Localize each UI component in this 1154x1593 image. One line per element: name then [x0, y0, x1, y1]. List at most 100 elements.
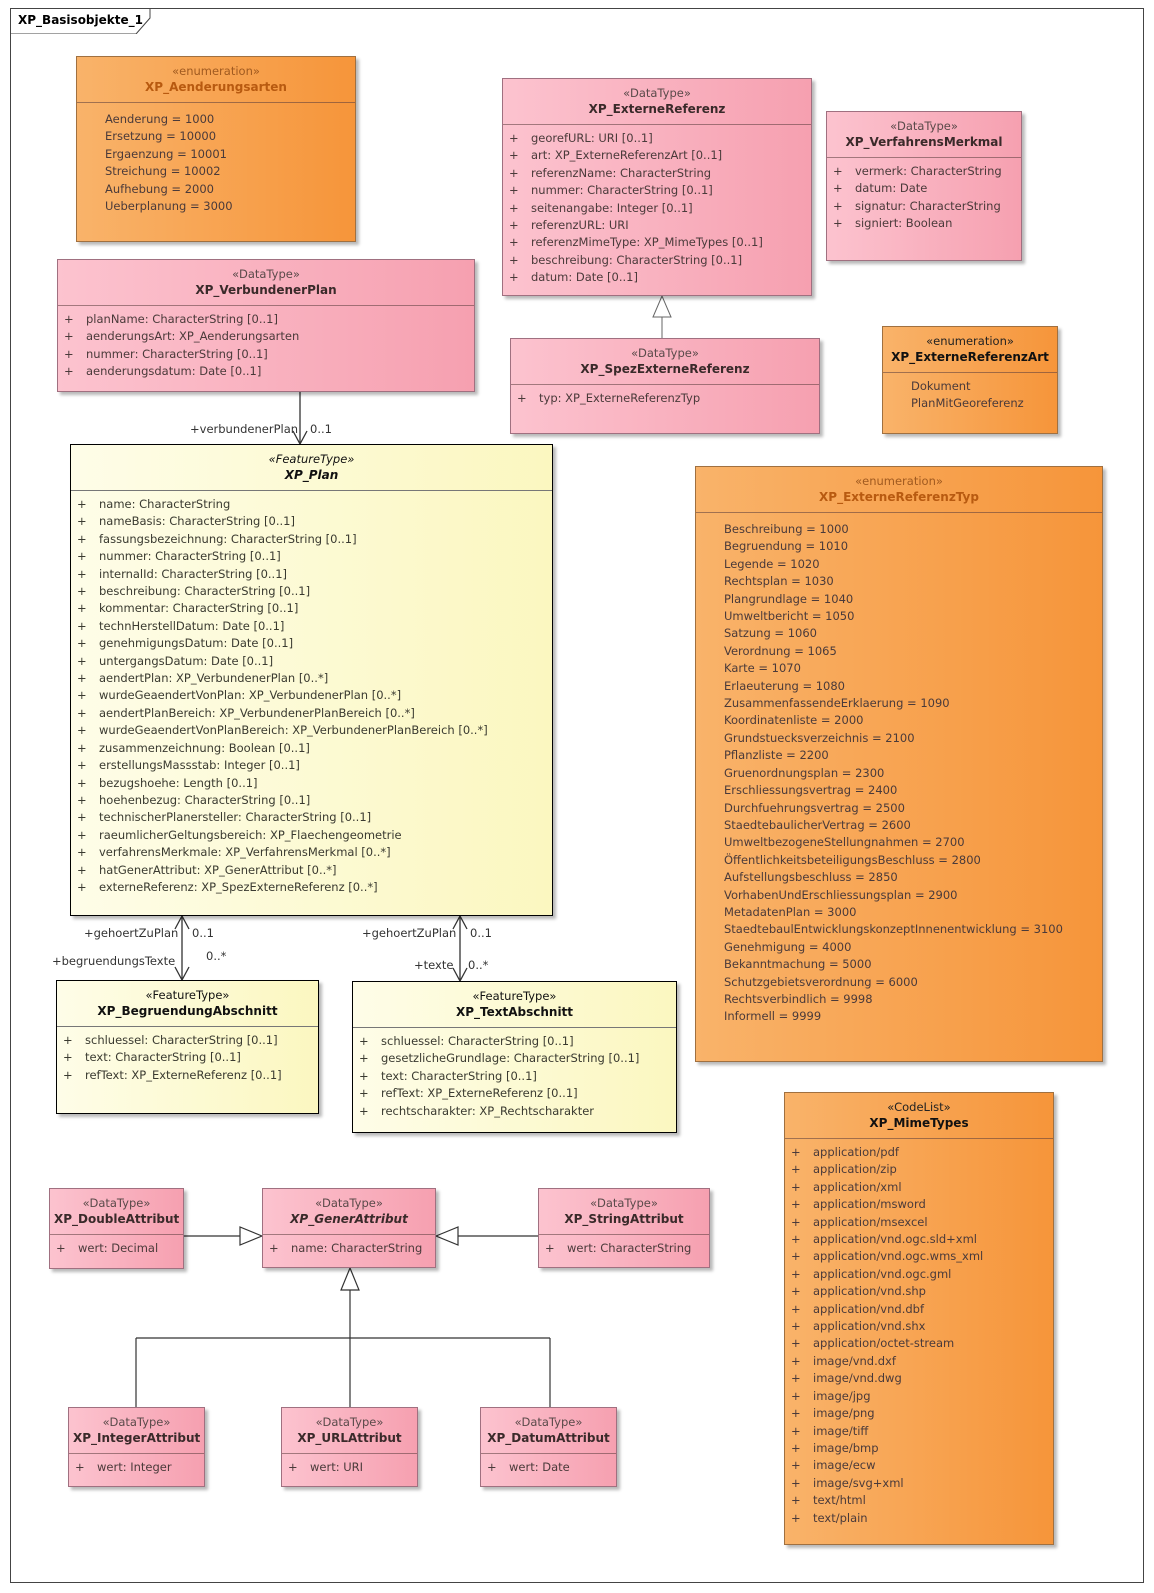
stereotype-label: «FeatureType» — [472, 989, 557, 1003]
class-xp-text-abschnitt[interactable]: «FeatureType» XP_TextAbschnitt +schluess… — [352, 981, 677, 1133]
enum-literal: Streichung = 10002 — [105, 164, 221, 179]
attribute-row: +externeReferenz: XP_SpezExterneReferenz… — [77, 879, 378, 894]
class-xp-verfahrens-merkmal[interactable]: «DataType» XP_VerfahrensMerkmal +vermerk… — [826, 111, 1022, 261]
attribute-row: +signiert: Boolean — [833, 216, 953, 231]
enum-literal: Ueberplanung = 3000 — [105, 199, 233, 214]
enum-literal: Begruendung = 1010 — [724, 539, 849, 554]
enum-literal: Legende = 1020 — [724, 556, 820, 571]
attribute-row: +aendertPlanBereich: XP_VerbundenerPlanB… — [77, 705, 415, 720]
enum-literal: Aufhebung = 2000 — [105, 181, 214, 196]
attribute-row: +referenzName: CharacterString — [509, 165, 712, 180]
enum-literal: Schutzgebietsverordnung = 6000 — [724, 974, 918, 989]
enum-literal: StaedtebaulicherVertrag = 2600 — [724, 817, 911, 832]
stereotype-label: «FeatureType» — [268, 452, 355, 466]
attribute-row: +image/bmp — [791, 1440, 879, 1455]
attribute-row: +nummer: CharacterString [0..1] — [509, 183, 713, 198]
enum-literal: Plangrundlage = 1040 — [724, 591, 854, 606]
attribute-row: +wurdeGeaendertVonPlan: XP_VerbundenerPl… — [77, 688, 402, 703]
enum-literal: Ergaenzung = 10001 — [105, 146, 227, 161]
generalization-arrowhead-string — [434, 1226, 459, 1246]
class-xp-plan[interactable]: «FeatureType» XP_Plan +name: CharacterSt… — [70, 444, 553, 916]
role-label-begruendungs-texte: +begruendungsTexte — [52, 954, 176, 968]
attribute-row: +application/zip — [791, 1162, 897, 1177]
enum-literal: Aenderung = 1000 — [105, 112, 215, 126]
stereotype-label: «DataType» — [315, 1415, 384, 1429]
enum-literal: Rechtsverbindlich = 9998 — [724, 991, 873, 1006]
stereotype-label: «DataType» — [232, 267, 300, 281]
class-name: XP_GenerAttribut — [290, 1212, 408, 1226]
class-xp-string-attribut[interactable]: «DataType» XP_StringAttribut +wert: Char… — [538, 1188, 710, 1268]
class-xp-verbundener-plan[interactable]: «DataType» XP_VerbundenerPlan +planName:… — [57, 259, 475, 392]
class-xp-aenderungsarten[interactable]: «enumeration» XP_Aenderungsarten Aenderu… — [76, 56, 356, 242]
class-name: XP_DatumAttribut — [487, 1431, 610, 1445]
attribute-row: +rechtscharakter: XP_Rechtscharakter — [359, 1103, 595, 1118]
attribute-row: +image/vnd.dwg — [791, 1371, 902, 1386]
attribute-row: +untergangsDatum: Date [0..1] — [77, 653, 274, 668]
enum-literal: Umweltbericht = 1050 — [724, 609, 855, 624]
attribute-row: +raeumlicherGeltungsbereich: XP_Flaechen… — [77, 827, 402, 842]
enum-literal: Informell = 9999 — [724, 1009, 822, 1024]
attribute-row: +name: CharacterString — [77, 497, 231, 511]
enum-literal: Koordinatenliste = 2000 — [724, 713, 864, 728]
enum-literal: Pflanzliste = 2200 — [724, 748, 829, 763]
attribute-row: +hoehenbezug: CharacterString [0..1] — [77, 792, 311, 807]
attribute-row: +georefURL: URI [0..1] — [509, 131, 653, 145]
attribute-row: +typ: XP_ExterneReferenzTyp — [517, 391, 701, 405]
enum-literal: ÖffentlichkeitsbeteiligungsBeschluss = 2… — [724, 852, 981, 867]
class-name: XP_MimeTypes — [869, 1116, 969, 1130]
class-xp-mime-types[interactable]: «CodeList» XP_MimeTypes +application/pdf… — [784, 1092, 1054, 1545]
attribute-row: +refText: XP_ExterneReferenz [0..1] — [359, 1086, 578, 1101]
class-xp-externe-referenz-art[interactable]: «enumeration» XP_ExterneReferenzArt Doku… — [882, 326, 1058, 434]
role-label-gehoert-zu-plan-left: +gehoertZuPlan — [84, 926, 179, 940]
class-xp-spez-externe-referenz[interactable]: «DataType» XP_SpezExterneReferenz +typ: … — [510, 338, 820, 434]
enum-literal: Aufstellungsbeschluss = 2850 — [724, 870, 898, 885]
attribute-row: +hatGenerAttribut: XP_GenerAttribut [0..… — [77, 862, 337, 877]
attribute-row: +aenderungsdatum: Date [0..1] — [64, 364, 262, 379]
attribute-row: +referenzMimeType: XP_MimeTypes [0..1] — [509, 235, 763, 250]
class-xp-externe-referenz-typ[interactable]: «enumeration» XP_ExterneReferenzTyp Besc… — [695, 466, 1103, 1062]
class-xp-gener-attribut[interactable]: «DataType» XP_GenerAttribut +name: Chara… — [262, 1188, 436, 1268]
attribute-row: +beschreibung: CharacterString [0..1] — [509, 252, 743, 267]
attribute-row: +seitenangabe: Integer [0..1] — [509, 200, 693, 215]
class-xp-integer-attribut[interactable]: «DataType» XP_IntegerAttribut +wert: Int… — [68, 1407, 205, 1487]
enum-literal: StaedtebaulEntwicklungskonzeptInnenentwi… — [724, 922, 1063, 937]
enum-literal: Bekanntmachung = 5000 — [724, 957, 872, 972]
class-name: XP_ExterneReferenzArt — [891, 350, 1049, 364]
enum-literal: Beschreibung = 1000 — [724, 522, 849, 536]
attribute-row: +application/vnd.shp — [791, 1284, 926, 1299]
attribute-row: +wert: URI — [288, 1460, 364, 1474]
attribute-row: +technHerstellDatum: Date [0..1] — [77, 618, 285, 633]
attribute-row: +genehmigungsDatum: Date [0..1] — [77, 636, 294, 651]
attribute-row: +application/vnd.ogc.gml — [791, 1266, 952, 1281]
stereotype-label: «enumeration» — [926, 334, 1014, 348]
stereotype-label: «DataType» — [623, 86, 691, 100]
class-name: XP_Aenderungsarten — [145, 80, 287, 94]
class-xp-externe-referenz[interactable]: «DataType» XP_ExterneReferenz +georefURL… — [502, 78, 812, 296]
attribute-row: +application/octet-stream — [791, 1336, 955, 1351]
multiplicity-label-verbundener-plan: 0..1 — [310, 422, 332, 436]
attribute-row: +datum: Date [0..1] — [509, 270, 638, 285]
attribute-row: +nummer: CharacterString [0..1] — [64, 346, 268, 361]
class-xp-double-attribut[interactable]: «DataType» XP_DoubleAttribut +wert: Deci… — [49, 1188, 184, 1269]
attribute-row: +wert: CharacterString — [545, 1241, 692, 1255]
enum-literal: PlanMitGeoreferenz — [911, 396, 1024, 411]
attribute-row: +image/svg+xml — [791, 1475, 904, 1490]
multiplicity-label-begruendungs-texte: 0..* — [206, 949, 227, 963]
attribute-row: +application/vnd.dbf — [791, 1301, 925, 1316]
attribute-row: +name: CharacterString — [269, 1241, 423, 1255]
attribute-row: +refText: XP_ExterneReferenz [0..1] — [63, 1067, 282, 1082]
attribute-row: +erstellungsMassstab: Integer [0..1] — [77, 758, 300, 773]
class-xp-url-attribut[interactable]: «DataType» XP_URLAttribut +wert: URI — [281, 1407, 418, 1487]
class-xp-begruendung-abschnitt[interactable]: «FeatureType» XP_BegruendungAbschnitt +s… — [56, 980, 319, 1114]
class-xp-datum-attribut[interactable]: «DataType» XP_DatumAttribut +wert: Date — [480, 1407, 617, 1487]
stereotype-label: «DataType» — [631, 346, 699, 360]
attribute-row: +image/jpg — [791, 1388, 871, 1403]
class-name: XP_VerfahrensMerkmal — [845, 135, 1003, 149]
attribute-row: +schluessel: CharacterString [0..1] — [359, 1034, 574, 1048]
class-name: XP_ExterneReferenz — [588, 102, 726, 116]
attribute-row: +nummer: CharacterString [0..1] — [77, 549, 281, 564]
attribute-row: +datum: Date — [833, 181, 928, 196]
role-label-gehoert-zu-plan-right: +gehoertZuPlan — [362, 926, 457, 940]
role-label-texte: +texte — [414, 958, 454, 972]
enum-literal: Genehmigung = 4000 — [724, 939, 852, 954]
